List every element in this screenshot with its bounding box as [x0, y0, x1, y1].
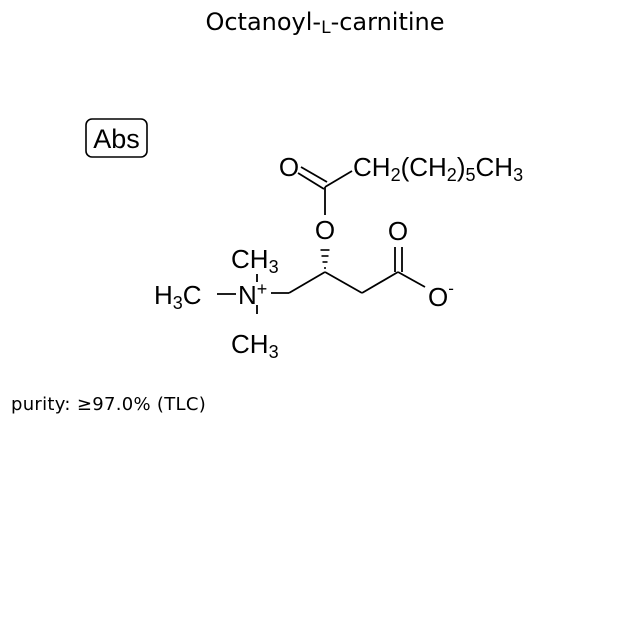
carboxyl-oxygen: O	[388, 216, 408, 246]
carboxylate-oxygen: O-	[428, 279, 454, 312]
methyl-bottom: CH3	[231, 329, 279, 362]
ester-oxygen: O	[315, 215, 335, 245]
svg-text:Abs: Abs	[93, 124, 140, 154]
atom-labels: O CH2(CH2)5CH3 O O O- CH3 H3C N+ CH3	[154, 152, 523, 362]
compound-title: Octanoyl-L-carnitine	[0, 8, 640, 38]
purity-spec: purity: ≥97.0% (TLC)	[11, 394, 207, 415]
methyl-left: H3C	[154, 280, 202, 313]
title-prefix: Octanoyl-	[205, 8, 322, 36]
bonds	[217, 166, 426, 314]
hashed-wedge-bond	[320, 249, 330, 269]
abs-stereo-badge: Abs	[85, 118, 148, 158]
acyl-chain-label: CH2(CH2)5CH3	[353, 152, 523, 185]
title-stereo-descriptor: L	[321, 18, 331, 38]
title-suffix: -carnitine	[330, 8, 445, 36]
carbonyl-oxygen: O	[279, 152, 299, 182]
methyl-top: CH3	[231, 244, 279, 277]
quaternary-nitrogen: N+	[238, 279, 267, 310]
